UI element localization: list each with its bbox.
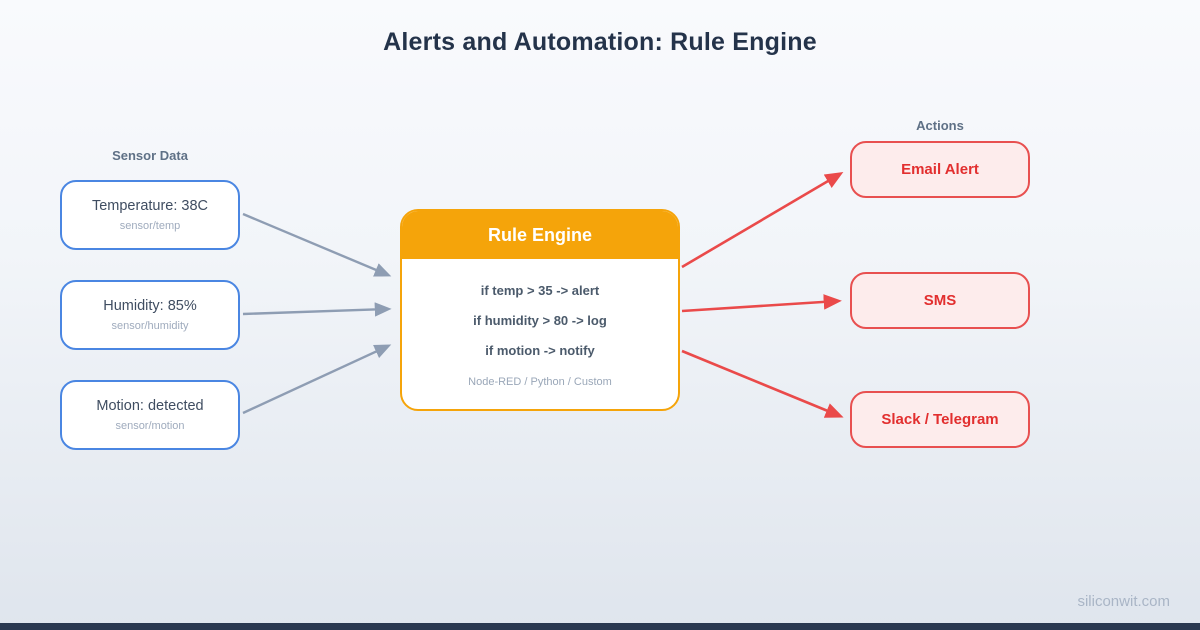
rule-humidity: if humidity > 80 -> log <box>473 313 607 328</box>
rule-engine-title: Rule Engine <box>402 211 678 259</box>
action-group-label: Actions <box>916 118 964 133</box>
sensor-motion-topic: sensor/motion <box>115 420 185 432</box>
action-slack-telegram-label: Slack / Telegram <box>881 411 999 428</box>
arrow-temp-to-engine <box>242 212 392 277</box>
action-node-email: Email Alert <box>850 141 1030 198</box>
sensor-humidity-value: Humidity: 85% <box>103 298 197 314</box>
arrow-humidity-to-engine <box>242 302 392 317</box>
arrow-engine-to-slack <box>681 349 844 418</box>
action-node-sms: SMS <box>850 272 1030 329</box>
rule-engine-node: Rule Engine if temp > 35 -> alert if hum… <box>400 209 680 411</box>
site-watermark: siliconwit.com <box>1077 593 1170 610</box>
page-title: Alerts and Automation: Rule Engine <box>383 28 817 56</box>
rule-engine-platforms: Node-RED / Python / Custom <box>468 376 612 388</box>
sensor-motion-value: Motion: detected <box>96 398 204 414</box>
footer-accent-bar <box>0 623 1200 630</box>
action-email-label: Email Alert <box>901 161 979 178</box>
sensor-temperature-topic: sensor/temp <box>119 220 181 232</box>
rule-engine-body: if temp > 35 -> alert if humidity > 80 -… <box>402 259 678 388</box>
sensor-node-motion: Motion: detected sensor/motion <box>60 380 240 450</box>
sensor-temperature-value: Temperature: 38C <box>91 198 209 214</box>
action-node-slack-telegram: Slack / Telegram <box>850 391 1030 448</box>
sensor-group-label: Sensor Data <box>112 148 188 163</box>
action-sms-label: SMS <box>923 292 957 309</box>
sensor-node-temperature: Temperature: 38C sensor/temp <box>60 180 240 250</box>
sensor-node-humidity: Humidity: 85% sensor/humidity <box>60 280 240 350</box>
rule-temp: if temp > 35 -> alert <box>480 283 600 298</box>
sensor-humidity-topic: sensor/humidity <box>111 320 189 332</box>
arrow-engine-to-sms <box>681 294 842 313</box>
arrow-motion-to-engine <box>242 344 392 415</box>
rule-motion: if motion -> notify <box>485 343 595 358</box>
arrow-engine-to-email <box>681 172 844 269</box>
